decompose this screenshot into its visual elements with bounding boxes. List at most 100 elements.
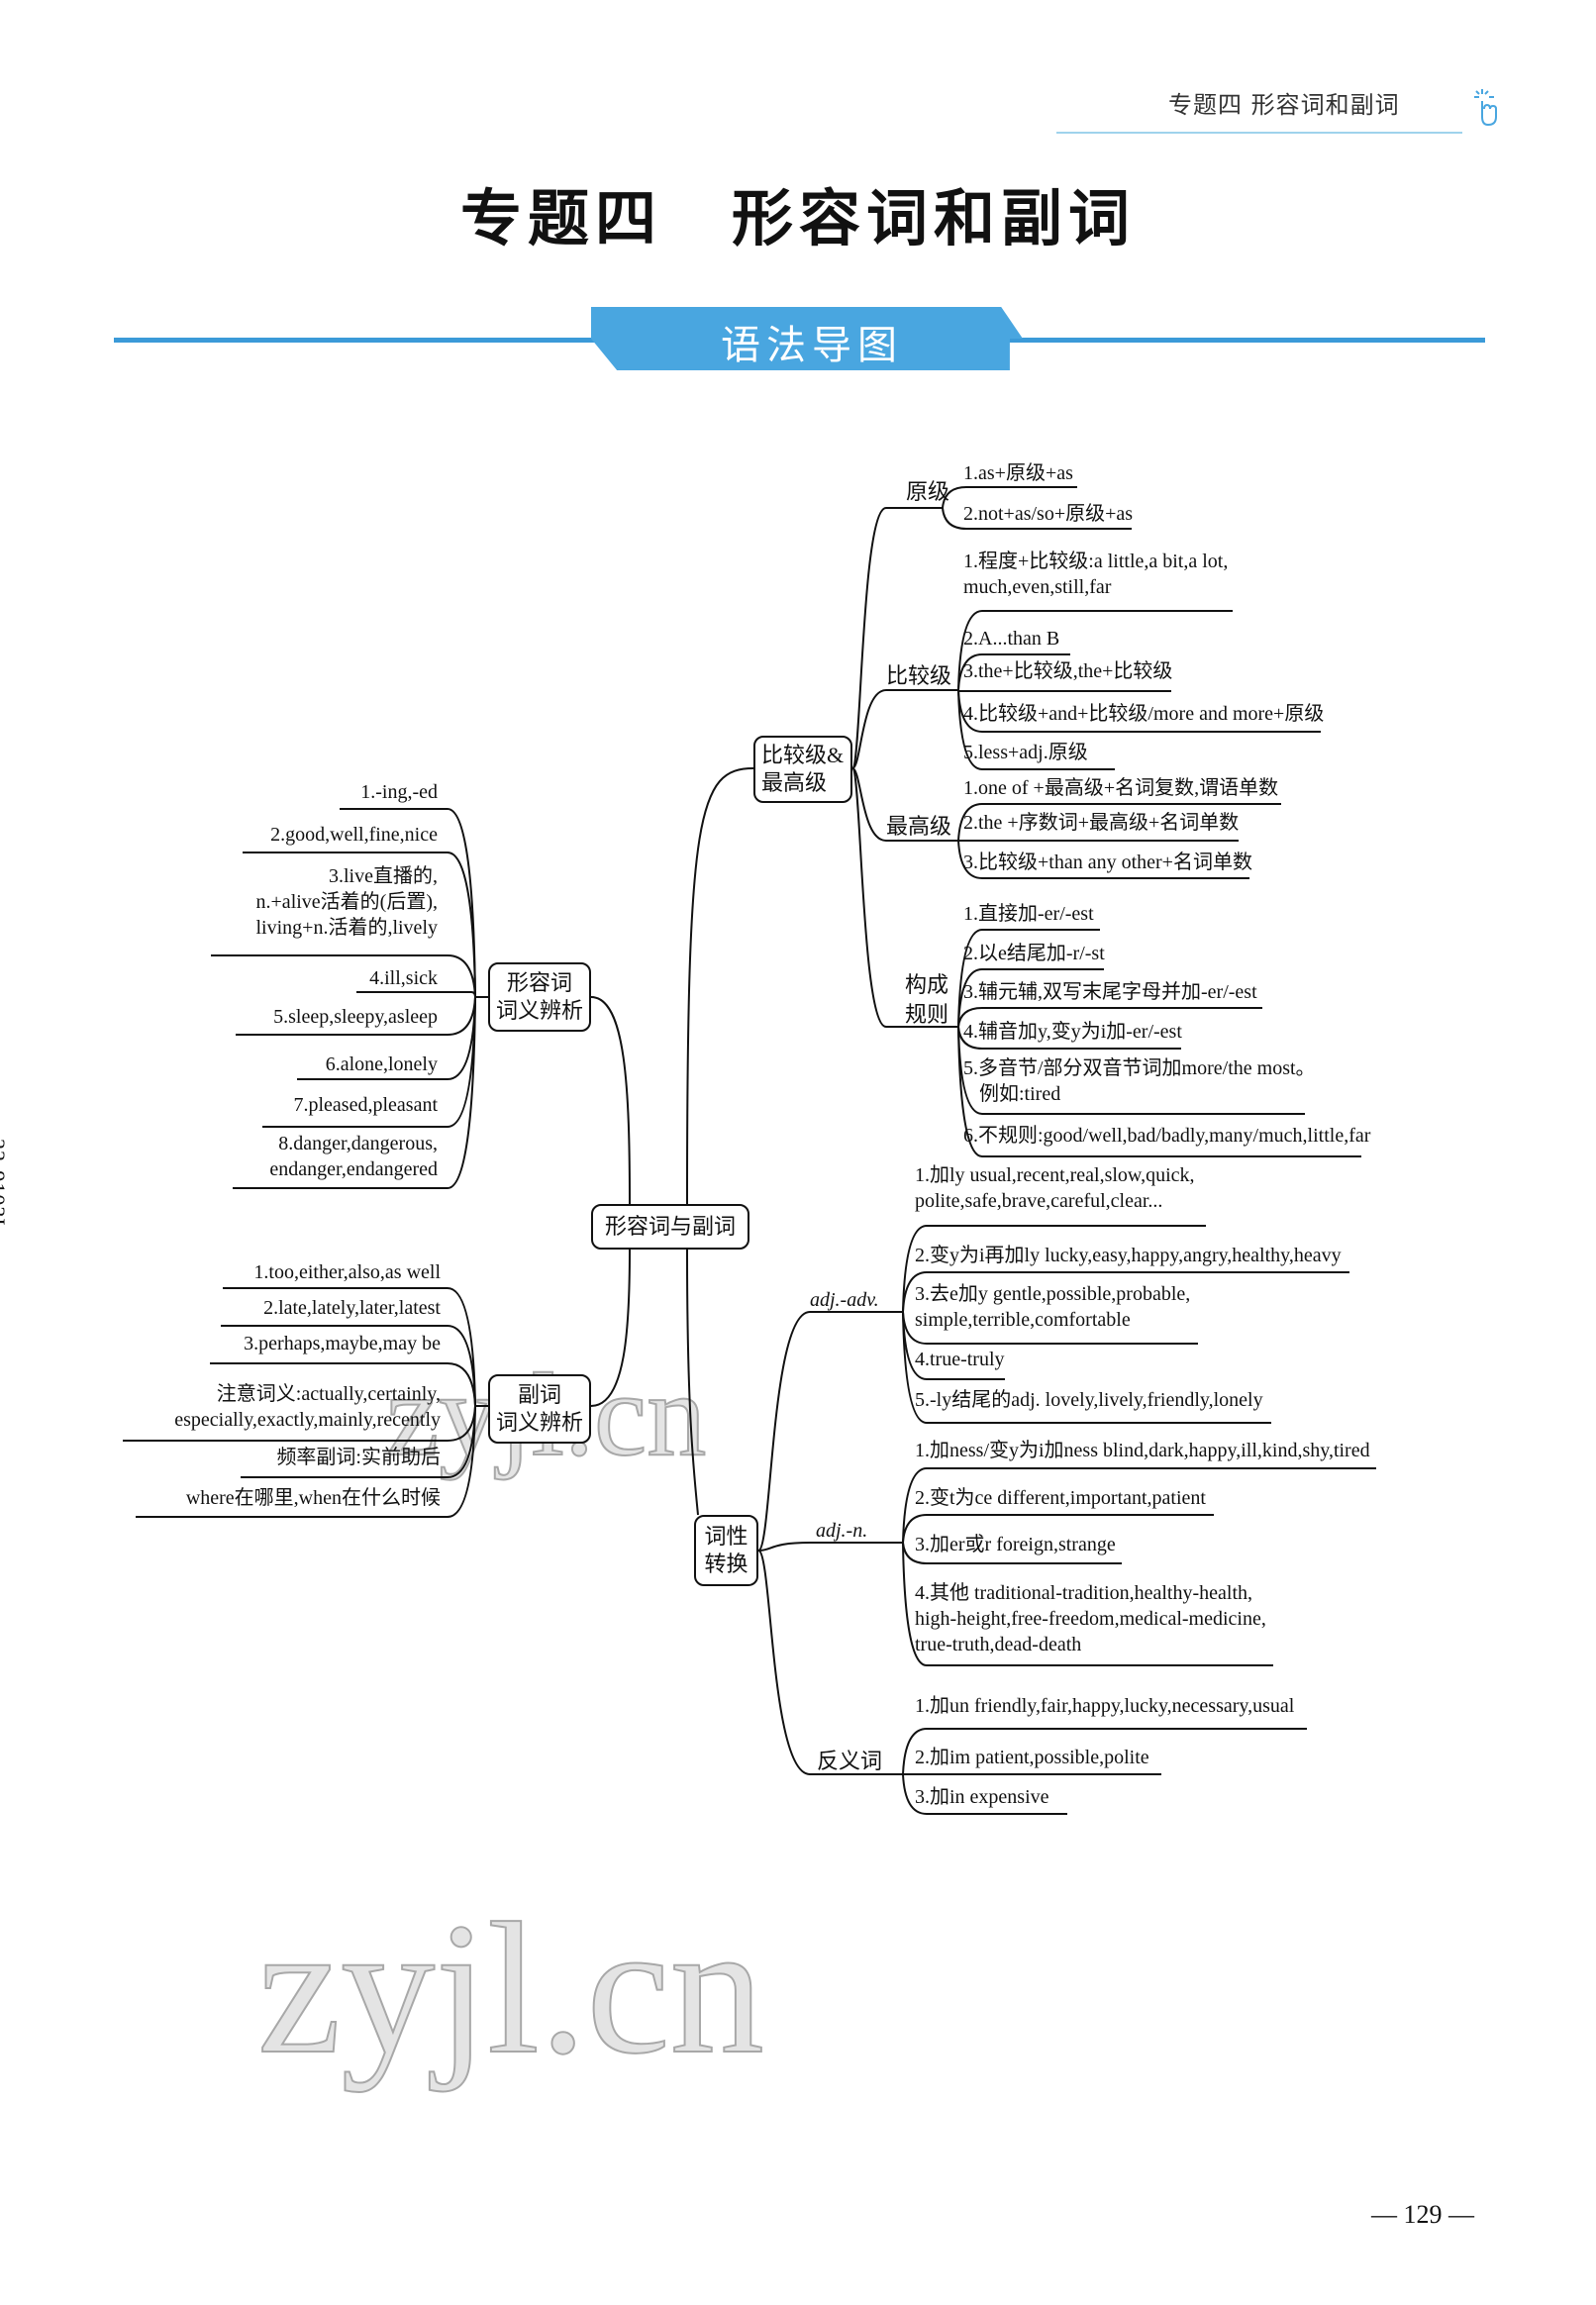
mindmap-item-line: 2.变t为ce different,important,patient <box>915 1487 1206 1509</box>
mindmap-item-line: 2.加im patient,possible,polite <box>915 1747 1149 1768</box>
connector-line <box>902 1311 1271 1424</box>
node-root: 形容词与副词 <box>591 1204 749 1250</box>
mindmap-item-line: 1.as+原级+as <box>963 462 1073 484</box>
mindmap-item-line: 2.以e结尾加-r/-st <box>963 943 1105 964</box>
mindmap-item: 2.late,lately,later,latest <box>263 1295 441 1321</box>
connector-line <box>902 1467 1376 1544</box>
branch-adj-n: adj.-n. <box>816 1520 868 1542</box>
mindmap-item-line: polite,safe,brave,careful,clear... <box>915 1190 1163 1212</box>
mindmap-item: 2.the +序数词+最高级+名词单数 <box>963 810 1239 836</box>
page-title: 专题四形容词和副词 <box>0 168 1596 257</box>
mindmap-item: 3.辅元辅,双写末尾字母并加-er/-est <box>963 979 1257 1005</box>
connector-line <box>851 507 943 769</box>
mindmap-item-line: 2.A...than B <box>963 628 1060 650</box>
mindmap-item: 2.变t为ce different,important,patient <box>915 1485 1206 1511</box>
section-banner-label: 语法导图 <box>721 323 903 368</box>
mindmap-item: 3.比较级+than any other+名词单数 <box>963 850 1252 875</box>
connector-line <box>757 1311 903 1552</box>
mindmap-item-line: high-height,free-freedom,medical-medicin… <box>915 1608 1266 1630</box>
mindmap-item-line: n.+alive活着的(后置), <box>255 891 438 913</box>
mindmap-item-line: 4.比较级+and+比较级/more and more+原级 <box>963 703 1325 725</box>
connector-line <box>957 1026 1361 1157</box>
mindmap-item-line: 2.late,lately,later,latest <box>263 1297 441 1319</box>
title-topic-number: 专题四 <box>459 182 662 254</box>
connector-line <box>356 991 488 998</box>
mindmap-item-line: 4.其他 traditional-tradition,healthy-healt… <box>915 1582 1253 1604</box>
section-banner <box>591 307 1023 370</box>
page-number: — 129 — <box>1371 2200 1474 2229</box>
connector-line <box>686 767 754 1205</box>
mindmap-item-line: 注意词义:actually,certainly, <box>216 1383 441 1405</box>
connector-line <box>233 996 488 1189</box>
connector-line <box>211 954 488 998</box>
connector-line <box>590 996 631 1205</box>
node-conversion: 词性转换 <box>694 1515 758 1586</box>
mindmap-item: 1.加un friendly,fair,happy,lucky,necessar… <box>915 1693 1294 1719</box>
mindmap-item-line: 2.变y为i再加ly lucky,easy,happy,angry,health… <box>915 1245 1342 1266</box>
connector-line <box>902 1728 1307 1775</box>
mindmap-item-line: 3.加er或r foreign,strange <box>915 1534 1116 1555</box>
mindmap-item-line: 4.ill,sick <box>369 967 438 989</box>
mindmap-item-line: 3.去e加y gentle,possible,probable, <box>915 1283 1191 1305</box>
connector-line <box>957 653 1070 691</box>
connector-line <box>957 610 1233 691</box>
mindmap-item-line: 3.the+比较级,the+比较级 <box>963 660 1173 682</box>
mindmap-item-line: 1.one of +最高级+名词复数,谓语单数 <box>963 777 1279 799</box>
connector-line <box>243 852 488 998</box>
connector-line <box>902 1225 1206 1313</box>
header-divider <box>1056 132 1462 134</box>
mindmap-item: 1.程度+比较级:a little,a bit,a lot,much,even,… <box>963 549 1228 600</box>
mindmap-item-line: 2.good,well,fine,nice <box>270 824 438 846</box>
branch-antonyms: 反义词 <box>817 1749 883 1773</box>
mindmap-item: 3.去e加y gentle,possible,probable, simple,t… <box>915 1281 1190 1333</box>
mindmap-item-line: 8.danger,dangerous, <box>278 1133 438 1154</box>
connector-line <box>686 1249 699 1516</box>
mindmap-item-line: 5.sleep,sleepy,asleep <box>273 1006 438 1028</box>
mindmap-item: 2.以e结尾加-r/-st <box>963 941 1105 966</box>
connector-line <box>942 486 1077 509</box>
mindmap-item: 1.加ness/变y为i加ness blind,dark,happy,ill,k… <box>915 1438 1370 1463</box>
mindmap-item: 1.as+原级+as <box>963 460 1073 486</box>
mindmap-item: 6.alone,lonely <box>326 1052 438 1077</box>
mindmap-item: 2.变y为i再加ly lucky,easy,happy,angry,health… <box>915 1243 1342 1268</box>
mindmap-item: 5.多音节/部分双音节词加more/the most。例如:tired <box>963 1055 1316 1107</box>
running-header: 专题四 形容词和副词 <box>1168 91 1400 119</box>
mindmap-item-line: 频率副词:实前助后 <box>276 1447 441 1468</box>
connector-line <box>957 840 1249 879</box>
mindmap-item-line: true-truth,dead-death <box>915 1634 1082 1655</box>
mindmap-item-line: 例如:tired <box>979 1083 1061 1105</box>
mindmap-item: 5.-ly结尾的adj. lovely,lively,friendly,lone… <box>915 1387 1263 1413</box>
mindmap-item-line: 4.true-truly <box>915 1349 1005 1370</box>
node-adverb-meanings: 副词词义辨析 <box>488 1374 591 1444</box>
mindmap-item: 6.不规则:good/well,bad/badly,many/much,litt… <box>963 1123 1370 1149</box>
connector-line <box>757 1542 903 1552</box>
mindmap-item-line: 1.加un friendly,fair,happy,lucky,necessar… <box>915 1695 1295 1717</box>
mindmap-item-line: 3.live直播的, <box>329 865 438 887</box>
connector-line <box>851 689 958 769</box>
watermark: zyjl.cn <box>256 1884 765 2094</box>
mindmap-item: 频率副词:实前助后 <box>276 1445 441 1470</box>
connector-line <box>590 1249 631 1407</box>
mindmap-item-line: 6.不规则:good/well,bad/badly,many/much,litt… <box>963 1125 1371 1147</box>
mindmap-item-line: 2.the +序数词+最高级+名词单数 <box>963 812 1240 834</box>
mindmap-item-line: living+n.活着的,lively <box>255 917 439 939</box>
branch-positive: 原级 <box>906 479 950 504</box>
connector-line <box>957 1007 1262 1028</box>
connector-line <box>902 1271 1349 1313</box>
mindmap-item: 1.加ly usual,recent,real,slow,quick,polit… <box>915 1162 1195 1214</box>
node-adjective-meanings: 形容词词义辨析 <box>488 962 591 1032</box>
mindmap-item: 2.加im patient,possible,polite <box>915 1745 1149 1770</box>
mindmap-item-line: 5.多音节/部分双音节词加more/the most。 <box>963 1057 1316 1079</box>
mindmap-item: 4.辅音加y,变y为i加-er/-est <box>963 1019 1182 1045</box>
mindmap-item-line: simple,terrible,comfortable <box>915 1309 1131 1331</box>
mindmap-item-line: 2.not+as/so+原级+as <box>963 503 1134 525</box>
mindmap-item: 2.not+as/so+原级+as <box>963 501 1133 527</box>
mindmap-item: 1.one of +最高级+名词复数,谓语单数 <box>963 775 1278 801</box>
connector-line <box>902 1542 1273 1666</box>
mindmap-item-line: 1.too,either,also,as well <box>253 1261 441 1283</box>
connector-line <box>942 507 1132 530</box>
mindmap-item-line: 5.-ly结尾的adj. lovely,lively,friendly,lone… <box>915 1389 1263 1411</box>
mindmap-item: 1.too,either,also,as well <box>253 1259 441 1285</box>
